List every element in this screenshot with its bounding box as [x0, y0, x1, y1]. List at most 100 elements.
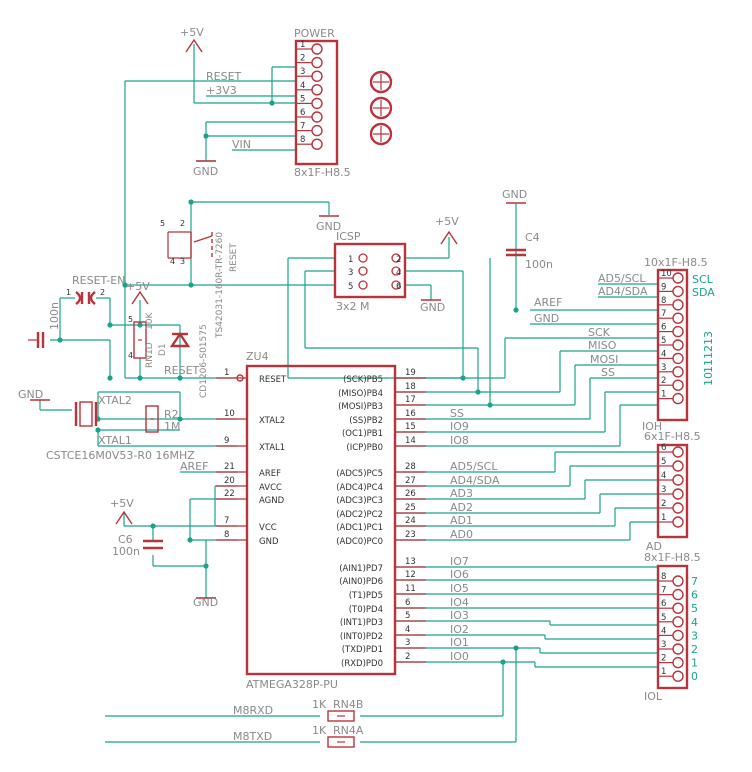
pin-number: 5 [661, 613, 666, 623]
ioh-net-miso: MISO [588, 339, 617, 352]
pin-number: 3 [661, 485, 666, 495]
pin-number: 4 [661, 626, 666, 636]
ad-value: 6x1F-H8.5 [644, 430, 701, 443]
mcu-pin-name: (ADC2)PC2 [336, 510, 383, 520]
pin-number: 17 [405, 395, 416, 405]
vcc-arrow-icon [131, 290, 149, 305]
pin-side-label: 5 [691, 602, 698, 615]
pin-number: 3 [348, 268, 353, 278]
d1-value: CD1206-S01575 [199, 324, 209, 398]
mcu-atmega328p: ZU4 ATMEGA328P-PU 1RESET10XTAL29XTAL121A… [216, 350, 500, 691]
pin-number: 10 [224, 409, 235, 419]
net-label-5v: +5V [435, 215, 459, 228]
mounting-hole-icon [369, 70, 393, 94]
crystal-y1: XTAL2 XTAL1 CSTCE16M0V53-R0 16MHZ [46, 394, 195, 462]
d1-diode: D1 CD1206-S01575 [158, 324, 209, 398]
vcc-arrow-icon [440, 230, 458, 245]
vcc-arrow-icon [115, 510, 133, 525]
junction-dots [57, 100, 519, 665]
pin-number: 10 [661, 269, 672, 279]
reset-capacitor: 100n [28, 302, 61, 348]
socket-icon [311, 56, 323, 69]
mcu-pin-name: (ADC0)PC0 [336, 537, 383, 547]
pin-number: 15 [405, 422, 416, 432]
pin-side-label: 4 [691, 616, 698, 629]
ioh-net-aref: AREF [534, 296, 562, 309]
mcu-pin-name: (TXD)PD1 [342, 645, 383, 655]
mcu-pin-name: (INT0)PD2 [340, 632, 383, 642]
mounting-hole-icon [369, 122, 393, 146]
net-label-5v: +5V [110, 497, 134, 510]
mcu-pin-name: AGND [259, 496, 285, 506]
pin-number: 23 [405, 530, 416, 540]
pin-number: 3 [405, 638, 410, 648]
mcu-pin-name: XTAL2 [259, 416, 285, 426]
socket-icon [311, 138, 323, 150]
mcu-net-label: IO5 [450, 582, 469, 595]
power-net-3v3: +3V3 [206, 84, 237, 97]
socket-icon [311, 70, 323, 82]
c4-value: 100n [525, 258, 553, 271]
mcu-pin-name: VCC [259, 523, 277, 533]
pin-number: 7 [661, 586, 666, 596]
pin-number: 2 [100, 288, 105, 297]
pin-number: 7 [224, 516, 229, 526]
reset-switch-value: TS42031-160R-TR-7260 [215, 232, 225, 339]
c4-capacitor: C4 100n [506, 231, 553, 271]
mcu-pin-name: (MISO)PB4 [338, 389, 383, 399]
socket-icon [311, 97, 323, 110]
icsp-value: 3x2 M [336, 300, 370, 313]
socket-icon [672, 616, 684, 628]
net-label-5v: +5V [180, 26, 204, 39]
socket-icon [672, 588, 684, 601]
mcu-pin-name: AVCC [259, 483, 282, 493]
rn4a-resistor: 1K RN4A [312, 724, 364, 748]
socket-icon [311, 84, 323, 96]
net-label-gnd: GND [502, 188, 527, 201]
socket-icon [672, 460, 684, 472]
pin-number: 12 [405, 570, 416, 580]
pin-number: 9 [661, 282, 666, 292]
mcu-net-label: AD4/SDA [450, 474, 500, 487]
pin-number: 1 [348, 255, 353, 265]
r2-resistor: R2 1M [145, 405, 181, 433]
pin-number: 1 [224, 368, 229, 378]
icsp-pin-icon [358, 253, 368, 263]
icsp-pin-icon [391, 280, 401, 290]
socket-icon [672, 502, 684, 514]
power-header-name: POWER [294, 27, 335, 40]
pin-side-label: 2 [691, 643, 698, 656]
socket-icon [672, 656, 684, 669]
icsp-name: ICSP [336, 230, 361, 243]
crystal-xtal1-label: XTAL1 [98, 434, 132, 447]
rn4a-value: 1K [312, 724, 327, 737]
rn4b-resistor: 1K RN4B [312, 698, 363, 722]
d1-name: D1 [158, 343, 168, 356]
pin-number: 1 [661, 667, 666, 677]
mcu-net-label: IO6 [450, 568, 469, 581]
pin-side-label: 3 [691, 629, 698, 642]
pin-number: 2 [180, 219, 185, 228]
net-label-gnd: GND [18, 388, 43, 401]
pin-number: 4 [128, 351, 133, 360]
mcu-net-label: IO7 [450, 555, 469, 568]
pin-number: 7 [300, 122, 305, 132]
net-label-gnd: GND [316, 220, 341, 233]
mcu-pin-name: (INT1)PD3 [340, 618, 383, 628]
mcu-net-label: AD2 [450, 501, 473, 514]
reset-cap-value: 100n [48, 302, 61, 330]
pin-number: 6 [396, 282, 401, 292]
rn1d-resistor: 5 4 RN1D 10K [128, 312, 155, 368]
pin-side-label: 0 [691, 670, 698, 683]
pin-number: 26 [405, 489, 416, 499]
pin-number: 22 [224, 489, 235, 499]
icsp-pin-icon [391, 253, 401, 263]
m8txd-label: M8TXD [233, 730, 272, 743]
socket-icon [311, 43, 323, 55]
reset-enable-jumper: 1 2 RESET-EN [66, 274, 125, 305]
mcu-pin-name: (ADC4)PC4 [336, 483, 383, 493]
pin-side-label: 7 [691, 575, 698, 588]
